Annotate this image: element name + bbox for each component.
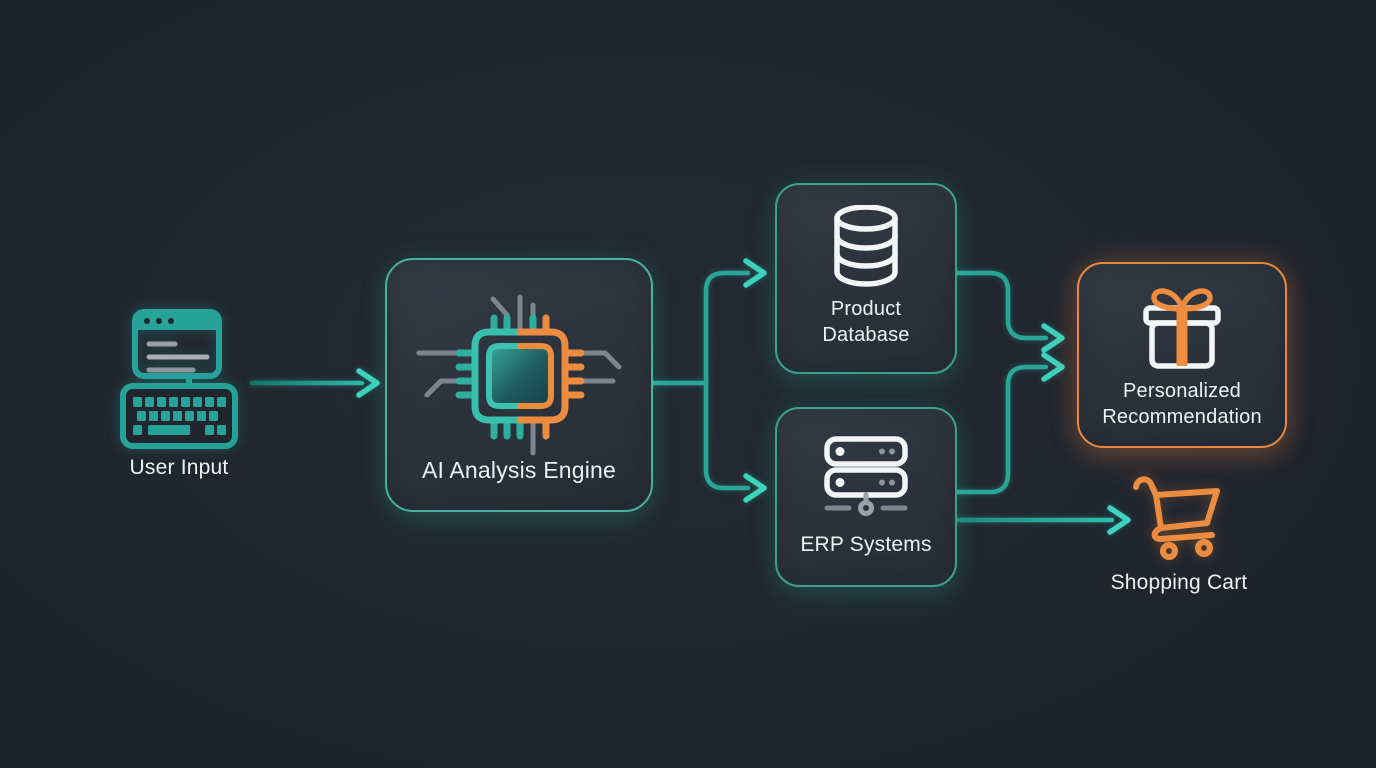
cpu-chip-icon xyxy=(416,294,622,456)
edge-ai-to-product-db xyxy=(703,270,751,386)
gift-icon xyxy=(1143,288,1221,369)
edge-product-db-to-recommendation-arrowhead xyxy=(1041,323,1065,353)
user-input-label: User Input xyxy=(129,456,229,479)
product-db-label: Product Database xyxy=(777,296,955,348)
server-stack-icon xyxy=(824,436,908,516)
edge-ai-to-product-db-arrowhead xyxy=(743,258,767,288)
node-recommendation: Personalized Recommendation xyxy=(1077,262,1287,448)
browser-keyboard-icon xyxy=(120,309,238,449)
recommendation-label-line2: Recommendation xyxy=(1102,406,1262,428)
erp-label: ERP Systems xyxy=(800,533,932,556)
edge-erp-to-recommendation-arrowhead xyxy=(1041,352,1065,382)
shopping-cart-icon xyxy=(1133,476,1220,560)
node-erp: ERP Systems xyxy=(775,407,957,587)
recommendation-label-line1: Personalized xyxy=(1122,380,1242,402)
node-ai-engine: AI Analysis Engine xyxy=(385,258,653,512)
edge-user-to-ai-arrowhead xyxy=(356,368,380,398)
cart-label: Shopping Cart xyxy=(1110,571,1248,594)
product-db-label-line1: Product xyxy=(830,298,902,320)
ai-engine-label: AI Analysis Engine xyxy=(421,457,617,483)
database-icon xyxy=(834,205,898,287)
node-product-db: Product Database xyxy=(775,183,957,374)
recommendation-label: Personalized Recommendation xyxy=(1079,378,1285,430)
edge-ai-to-erp xyxy=(703,380,751,491)
edge-product-db-to-recommendation xyxy=(951,270,1049,341)
product-db-label-line2: Database xyxy=(822,324,910,346)
edge-ai-to-erp-arrowhead xyxy=(743,473,767,503)
edge-erp-to-recommendation xyxy=(951,364,1049,495)
edge-erp-to-cart-arrowhead xyxy=(1107,505,1131,535)
